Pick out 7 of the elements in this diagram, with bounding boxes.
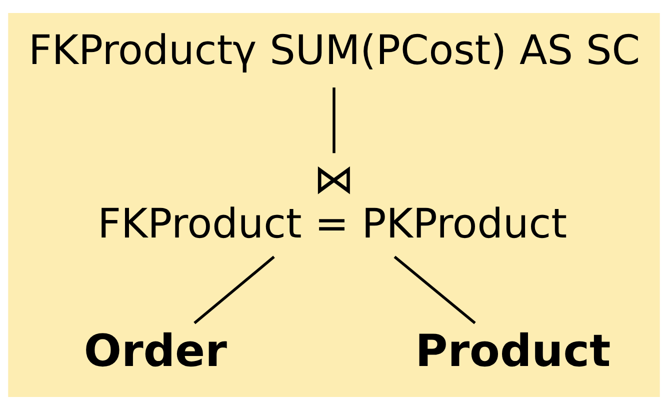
node-text: ⋈ FKProduct = PKProduct bbox=[98, 154, 568, 247]
node-text: Product bbox=[415, 325, 611, 376]
connector bbox=[332, 87, 336, 153]
connector bbox=[194, 255, 275, 324]
node-text: Order bbox=[84, 325, 227, 376]
node-text: FKProductγ SUM(PCost) AS SC bbox=[28, 25, 640, 74]
connector bbox=[394, 255, 476, 324]
